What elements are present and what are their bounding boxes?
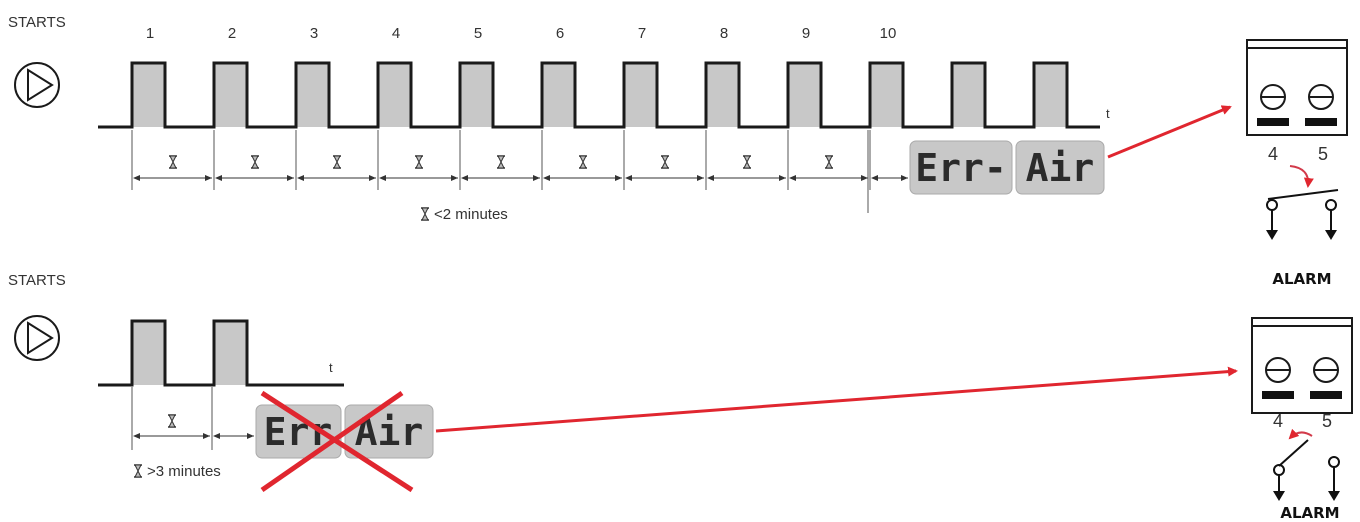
pin-4-label: 4 — [1268, 144, 1278, 164]
top-error-display: Err- Air — [909, 140, 1105, 195]
contact-close-arrow — [1289, 165, 1314, 188]
bottom-interval-label: >3 minutes — [147, 463, 221, 480]
bottom-interval-legend: >3 minutes — [133, 463, 221, 480]
lcd-panel-2 — [1015, 140, 1105, 195]
time-axis-label-bottom: t — [329, 360, 333, 375]
top-pulse-numbers: 1 2 3 4 5 6 7 8 9 10 — [146, 25, 897, 42]
hourglass-icon — [578, 155, 588, 169]
starts-label-top: STARTS — [8, 14, 66, 31]
pulse-number: 2 — [228, 25, 236, 42]
lcd-text-err: Err- — [915, 146, 1007, 190]
pulse-fill — [214, 63, 247, 127]
pulse-number: 5 — [474, 25, 482, 42]
bottom-interval-markers — [131, 387, 254, 450]
pulse-number: 3 — [310, 25, 318, 42]
pulse-fill — [132, 63, 165, 127]
pulse-fill — [542, 63, 575, 127]
top-pulse-train — [98, 61, 1100, 129]
pulse-fill — [132, 321, 165, 385]
hourglass-icon — [332, 155, 342, 169]
time-axis-label-top: t — [1106, 106, 1110, 121]
play-circle-icon — [14, 315, 60, 361]
starts-label-bottom: STARTS — [8, 272, 66, 289]
play-circle-icon — [14, 62, 60, 108]
lcd-text-air: Air — [1026, 146, 1095, 190]
hourglass-icon — [660, 155, 670, 169]
top-interval-label: <2 minutes — [434, 206, 508, 223]
pulse-fill — [952, 63, 985, 127]
hourglass-icon — [250, 155, 260, 169]
hourglass-icon — [168, 155, 178, 169]
hourglass-icon — [496, 155, 506, 169]
terminal-block-top: 4 5 ALARM — [1246, 39, 1348, 288]
alarm-label-bottom: ALARM — [1280, 504, 1339, 522]
hourglass-icon — [824, 155, 834, 169]
pulse-fill — [706, 63, 739, 127]
pulse-fill — [460, 63, 493, 127]
pulse-number: 1 — [146, 25, 154, 42]
pulse-fill — [624, 63, 657, 127]
hourglass-icon — [167, 414, 177, 428]
pulse-fill — [1034, 63, 1067, 127]
pulse-fill — [296, 63, 329, 127]
pin-4-label: 4 — [1273, 411, 1283, 431]
pin-5-label: 5 — [1322, 411, 1332, 431]
pin-5-label: 5 — [1318, 144, 1328, 164]
pulse-signal — [98, 61, 1100, 129]
pulse-number: 7 — [638, 25, 646, 42]
top-red-arrow — [1107, 105, 1232, 159]
pulse-number: 4 — [392, 25, 400, 42]
terminal-block-bottom: 4 5 ALARM — [1251, 317, 1353, 522]
bottom-red-arrow — [435, 366, 1238, 433]
pulse-number: 9 — [802, 25, 810, 42]
pulse-fill — [788, 63, 821, 127]
cancel-cross-icon — [260, 390, 414, 493]
pulse-number: 6 — [556, 25, 564, 42]
pulse-fill — [214, 321, 247, 385]
pulse-number: 10 — [880, 25, 897, 42]
switch-contact-open — [1278, 439, 1309, 467]
pulse-fill — [870, 63, 903, 127]
bottom-error-display: Err Air — [255, 390, 434, 493]
pulse-fill — [378, 63, 411, 127]
hourglass-icon — [742, 155, 752, 169]
lcd-panel-1 — [909, 140, 1013, 195]
pulse-number: 8 — [720, 25, 728, 42]
contact-open-arrow — [1288, 428, 1313, 440]
top-interval-markers — [131, 130, 908, 190]
hourglass-icon — [414, 155, 424, 169]
switch-contact-closed — [1267, 189, 1339, 200]
lcd-panel-1 — [255, 404, 342, 459]
alarm-label-top: ALARM — [1272, 270, 1331, 288]
hourglass-icon — [133, 464, 143, 478]
hourglass-icon — [420, 207, 430, 221]
top-interval-legend: <2 minutes — [420, 206, 508, 223]
pulse-signal — [98, 319, 344, 387]
bottom-pulse-train — [98, 319, 344, 387]
